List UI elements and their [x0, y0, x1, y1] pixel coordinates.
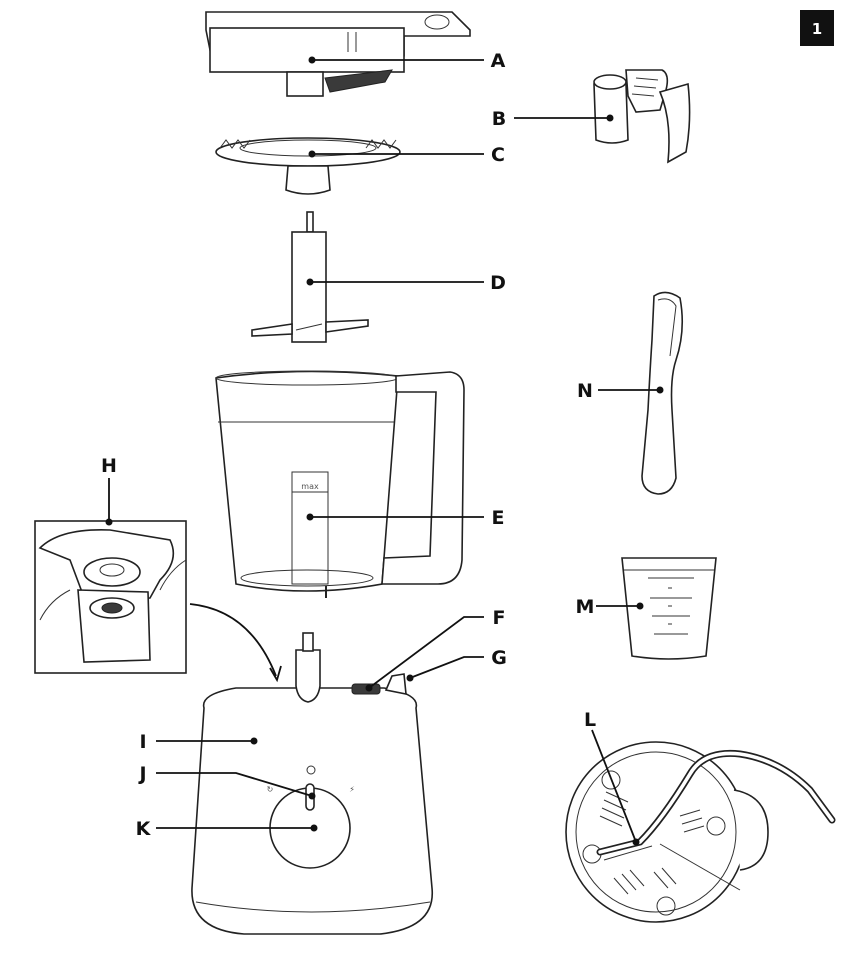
label-l: L: [584, 709, 596, 731]
label-k: K: [136, 818, 152, 840]
callout-labels: A B C D E F G H I J K L M N: [101, 50, 596, 840]
jug-max-mark: max: [301, 482, 319, 491]
safety-lock-detail-inset: [34, 520, 187, 674]
label-c: C: [491, 144, 505, 166]
callouts: [105, 56, 664, 846]
cord-storage-base-part: [565, 741, 836, 923]
label-m: M: [576, 596, 595, 618]
label-f: F: [493, 607, 506, 629]
inset-arrow: [189, 603, 277, 677]
motor-unit-part: ↻ ⚡: [191, 632, 433, 935]
sealing-ring-part: [215, 137, 401, 195]
svg-text:↻: ↻: [267, 785, 274, 794]
label-i: I: [139, 731, 146, 753]
label-d: D: [490, 272, 506, 294]
measuring-cup-part: [621, 557, 717, 660]
label-h: H: [101, 455, 117, 477]
label-n: N: [577, 380, 593, 402]
page-number: 1: [812, 20, 822, 38]
label-a: A: [491, 50, 506, 72]
blade-unit-part: [251, 211, 369, 343]
jug-part: max: [215, 370, 465, 598]
lid-part: [205, 11, 471, 97]
label-b: B: [492, 108, 506, 130]
page-number-badge: 1: [800, 10, 834, 46]
label-j: J: [137, 763, 146, 785]
label-g: G: [491, 647, 507, 669]
pusher-part: [593, 69, 691, 164]
spatula-part: [641, 291, 684, 495]
label-e: E: [492, 507, 505, 529]
svg-text:⚡: ⚡: [349, 785, 355, 794]
